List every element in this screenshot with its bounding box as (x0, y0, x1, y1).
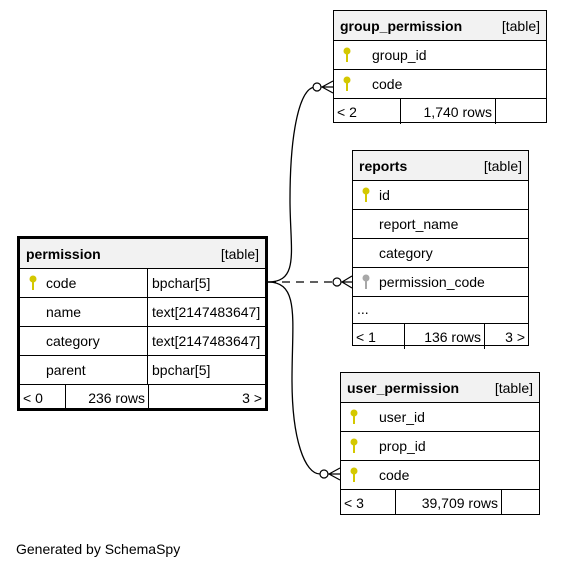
column-row[interactable]: code (341, 461, 539, 490)
edge-user-permission (267, 281, 321, 475)
column-row-more: ... (353, 297, 528, 324)
column-row[interactable]: code bpchar[5] (20, 269, 265, 298)
column-row[interactable]: user_id (341, 403, 539, 432)
table-kind: [table] (501, 17, 540, 34)
column-type: text[2147483647] (152, 333, 261, 349)
column-row[interactable]: name text[2147483647] (20, 298, 265, 327)
table-group-permission[interactable]: group_permission [table] group_id code <… (333, 10, 547, 124)
column-type: text[2147483647] (152, 304, 261, 320)
column-name: parent (46, 362, 86, 378)
edge-reports-optional-mark (332, 277, 342, 287)
parents-count[interactable]: < 0 (23, 389, 43, 406)
column-type: bpchar[5] (152, 362, 211, 378)
edge-group-permission-crowfoot (321, 80, 334, 94)
primary-key-icon (341, 438, 367, 454)
table-header: user_permission [table] (341, 373, 539, 403)
column-row[interactable]: report_name (353, 210, 528, 239)
primary-key-icon (341, 467, 367, 483)
table-header: reports [table] (353, 151, 528, 181)
column-name: code (46, 275, 77, 291)
primary-key-icon (334, 47, 360, 63)
primary-key-icon (353, 187, 379, 203)
edge-user-permission-optional-mark (319, 469, 329, 479)
table-reports[interactable]: reports [table] id report_name category … (352, 150, 529, 349)
primary-key-icon (20, 275, 46, 291)
table-footer: < 2 1,740 rows (334, 99, 546, 124)
column-name: report_name (379, 216, 459, 232)
table-footer: < 0 236 rows 3 > (20, 385, 265, 410)
table-name: group_permission (340, 17, 463, 34)
column-name: user_id (379, 409, 425, 425)
edge-group-permission (267, 86, 316, 283)
table-name: permission (26, 245, 101, 262)
more-columns-ellipsis: ... (357, 301, 369, 317)
column-name: category (46, 333, 100, 349)
primary-key-icon (341, 409, 367, 425)
parents-count[interactable]: < 3 (344, 494, 364, 511)
children-count[interactable]: 3 > (484, 324, 528, 349)
children-count[interactable] (501, 490, 539, 515)
table-user-permission[interactable]: user_permission [table] user_id prop_id … (340, 372, 540, 515)
table-header: permission [table] (20, 239, 265, 269)
column-row[interactable]: prop_id (341, 432, 539, 461)
generated-by-note: Generated by SchemaSpy (16, 541, 181, 557)
column-name: name (46, 304, 82, 320)
table-header: group_permission [table] (334, 11, 546, 41)
row-count: 236 rows (65, 385, 148, 410)
children-count[interactable]: 3 > (148, 385, 265, 410)
foreign-key-icon (353, 274, 379, 290)
column-name: code (372, 76, 403, 92)
primary-key-icon (334, 76, 360, 92)
table-name: reports (359, 157, 408, 174)
table-permission[interactable]: permission [table] code bpchar[5] name t… (17, 236, 268, 411)
edge-reports-crowfoot (341, 275, 353, 289)
table-footer: < 1 136 rows 3 > (353, 324, 528, 349)
edge-user-permission-crowfoot (328, 467, 341, 481)
column-row[interactable]: category text[2147483647] (20, 327, 265, 356)
edge-group-permission-optional-mark (312, 82, 322, 92)
table-footer: < 3 39,709 rows (341, 490, 539, 515)
column-name: id (379, 187, 390, 203)
column-name: prop_id (379, 438, 426, 454)
table-name: user_permission (347, 379, 460, 396)
column-row[interactable]: group_id (334, 41, 546, 70)
column-type: bpchar[5] (152, 275, 211, 291)
table-kind: [table] (483, 157, 522, 174)
column-name: category (379, 245, 433, 261)
column-row[interactable]: id (353, 181, 528, 210)
column-name: code (379, 467, 410, 483)
column-row[interactable]: category (353, 239, 528, 268)
table-kind: [table] (220, 245, 259, 262)
column-name: group_id (372, 47, 427, 63)
row-count: 136 rows (404, 324, 484, 349)
column-row[interactable]: parent bpchar[5] (20, 356, 265, 385)
column-name: permission_code (379, 274, 485, 290)
row-count: 1,740 rows (400, 99, 495, 124)
parents-count[interactable]: < 2 (337, 103, 357, 120)
row-count: 39,709 rows (395, 490, 501, 515)
column-row[interactable]: code (334, 70, 546, 99)
column-row[interactable]: permission_code (353, 268, 528, 297)
children-count[interactable] (495, 99, 546, 124)
table-kind: [table] (494, 379, 533, 396)
parents-count[interactable]: < 1 (356, 328, 376, 345)
